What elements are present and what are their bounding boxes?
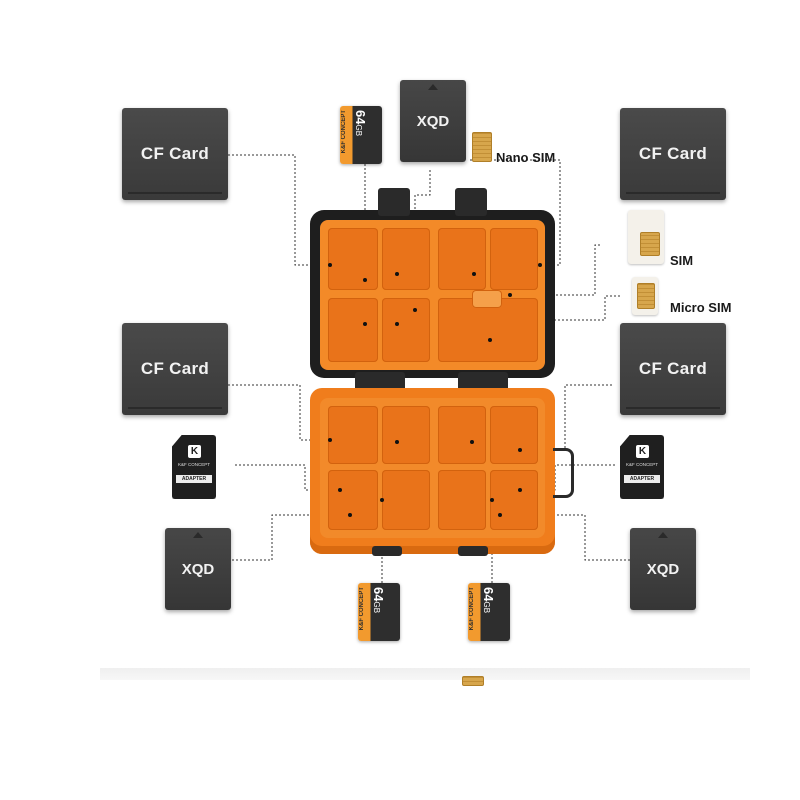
- slot: [382, 298, 430, 362]
- sd-adapter-right: K K&F CONCEPT ADAPTER: [620, 435, 664, 499]
- xqd-card-bottom-left: XQD: [165, 528, 231, 610]
- slot: [490, 406, 538, 464]
- case-base: [310, 388, 555, 554]
- xqd-card-bottom-right: XQD: [630, 528, 696, 610]
- microsd-capacity: 64GB: [353, 110, 368, 137]
- microsd-brand: K&F CONCEPT: [469, 587, 475, 631]
- micro-sim-chip: [637, 283, 655, 309]
- cf-card-label: CF Card: [140, 359, 210, 378]
- cf-card-label: CF Card: [638, 359, 708, 378]
- sim-card: [628, 210, 664, 264]
- slot: [382, 470, 430, 530]
- strip-chip: [462, 676, 484, 686]
- pointer-dot: [490, 498, 494, 502]
- sd-brand: K&F CONCEPT: [625, 462, 658, 467]
- cf-card-top-right: CF Card: [620, 108, 726, 200]
- xqd-label: XQD: [181, 560, 215, 578]
- micro-sim-label: Micro SIM: [670, 300, 732, 315]
- slot: [382, 228, 430, 290]
- case-lid: [310, 210, 555, 378]
- case-handle: [553, 448, 574, 498]
- nano-sim-card: [472, 132, 492, 162]
- base-interior: [320, 398, 545, 538]
- slot: [438, 298, 538, 362]
- slot: [328, 298, 378, 362]
- cf-card-top-left: CF Card: [122, 108, 228, 200]
- pointer-dot: [470, 440, 474, 444]
- slot: [490, 470, 538, 530]
- pointer-dot: [395, 272, 399, 276]
- sd-adapter-left: K K&F CONCEPT ADAPTER: [172, 435, 216, 499]
- pointer-dot: [538, 263, 542, 267]
- sd-brand: K&F CONCEPT: [177, 462, 210, 467]
- slot: [382, 406, 430, 464]
- cf-card-mid-right: CF Card: [620, 323, 726, 415]
- sim-label: SIM: [670, 253, 694, 268]
- microsd-brand: K&F CONCEPT: [359, 587, 365, 631]
- slot: [490, 228, 538, 290]
- pointer-dot: [338, 488, 342, 492]
- pointer-dot: [348, 513, 352, 517]
- slot: [438, 470, 486, 530]
- sim-chip: [640, 232, 660, 256]
- bottom-strip: [100, 668, 750, 680]
- pointer-dot: [498, 513, 502, 517]
- cf-card-label: CF Card: [638, 144, 708, 163]
- base-foot-right: [458, 546, 488, 556]
- cf-card-label: CF Card: [140, 144, 210, 163]
- pointer-dot: [472, 272, 476, 276]
- microsd-capacity: 64GB: [481, 587, 496, 614]
- adapter-label: ADAPTER: [176, 475, 212, 483]
- pointer-dot: [380, 498, 384, 502]
- microsd-card-top: K&F CONCEPT 64GB: [340, 106, 382, 164]
- micro-sim-card: [632, 277, 658, 315]
- lid-interior: [320, 220, 545, 370]
- lid-latch-left: [378, 188, 410, 216]
- pointer-dot: [488, 338, 492, 342]
- microsd-brand: K&F CONCEPT: [341, 110, 347, 154]
- microsd-card-bottom-right: K&F CONCEPT 64GB: [468, 583, 510, 641]
- microsd-capacity: 64GB: [371, 587, 386, 614]
- hinge-left: [355, 372, 405, 392]
- lid-latch-right: [455, 188, 487, 216]
- pointer-dot: [395, 440, 399, 444]
- cf-card-mid-left: CF Card: [122, 323, 228, 415]
- slot: [438, 406, 486, 464]
- pointer-dot: [395, 322, 399, 326]
- pointer-dot: [328, 263, 332, 267]
- slot: [328, 406, 378, 464]
- sim-slot: [472, 290, 502, 308]
- brand-logo: K: [188, 445, 201, 458]
- pointer-dot: [518, 448, 522, 452]
- pointer-dot: [363, 322, 367, 326]
- brand-logo: K: [636, 445, 649, 458]
- hinge-right: [458, 372, 508, 392]
- pointer-dot: [363, 278, 367, 282]
- pointer-dot: [518, 488, 522, 492]
- base-foot-left: [372, 546, 402, 556]
- nano-sim-label: Nano SIM: [496, 150, 556, 165]
- adapter-label: ADAPTER: [624, 475, 660, 483]
- pointer-dot: [508, 293, 512, 297]
- slot: [328, 228, 378, 290]
- slot: [438, 228, 486, 290]
- xqd-card-top: XQD: [400, 80, 466, 162]
- xqd-label: XQD: [646, 560, 680, 578]
- microsd-card-bottom-left: K&F CONCEPT 64GB: [358, 583, 400, 641]
- xqd-label: XQD: [416, 112, 450, 130]
- slot: [328, 470, 378, 530]
- pointer-dot: [328, 438, 332, 442]
- pointer-dot: [413, 308, 417, 312]
